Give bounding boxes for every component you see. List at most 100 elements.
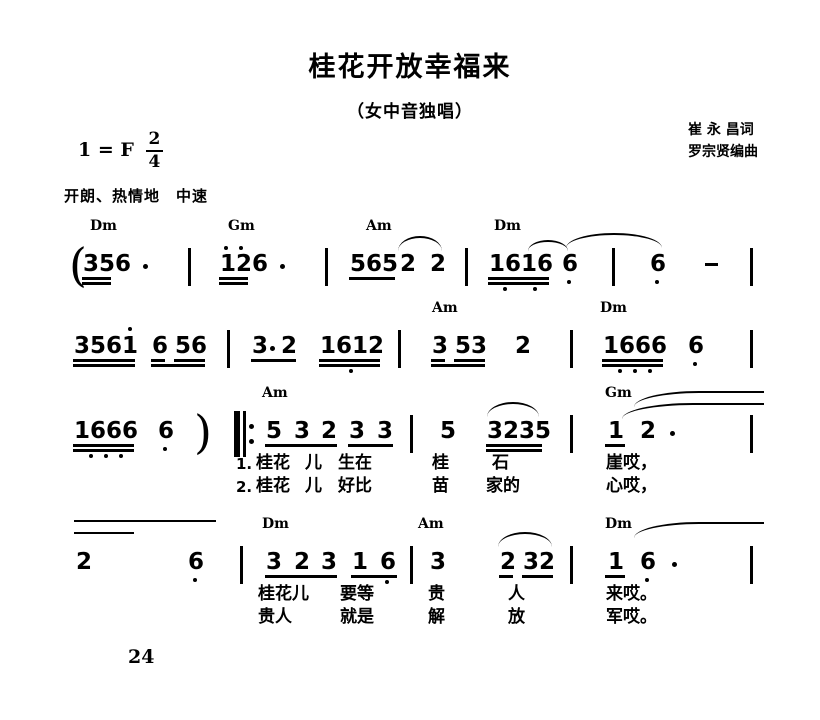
tie-line [74, 532, 134, 534]
intro-close-paren: ) [194, 405, 212, 459]
system-3: Am Gm 1666 6 ) 5 3 2 3 3 5 3235 [0, 385, 820, 505]
beam-line [73, 359, 135, 362]
note-group: 6 [688, 333, 705, 359]
note-group: 3 [430, 549, 447, 575]
note-group: 3 [252, 333, 269, 359]
note-group: 6 [188, 549, 205, 575]
note-group: 2 [321, 418, 338, 444]
barline [227, 330, 230, 368]
note-group: 2 [400, 251, 417, 277]
system-1: Dm Gm Am Dm ( 35 6 12 6 565 2 2 1616 [0, 218, 820, 308]
barline [612, 248, 615, 286]
page-title: 桂花开放幸福来 [308, 52, 512, 83]
beam-line [488, 277, 549, 280]
chord-symbol-dm: Dm [262, 516, 289, 532]
beam-line [73, 364, 135, 367]
barline [750, 415, 753, 453]
lyric-syllable: 桂花儿 [258, 584, 309, 604]
augmentation-dot [270, 346, 275, 351]
beam-line [73, 444, 134, 447]
beam-line [219, 282, 248, 285]
beam-line [499, 575, 513, 578]
beam-line [265, 444, 337, 447]
chord-symbol-dm: Dm [494, 218, 521, 234]
note-group: 1612 [320, 333, 385, 359]
octave-dot [503, 287, 507, 291]
octave-dot [385, 580, 389, 584]
page-number: 24 [128, 646, 155, 668]
note-group: 2 [294, 549, 311, 575]
slur [528, 240, 568, 251]
augmentation-dot [670, 431, 675, 436]
beam-line [349, 277, 395, 280]
note-group: 1666 [603, 333, 668, 359]
barline [750, 546, 753, 584]
beam-line [319, 364, 380, 367]
note-group: 1 [608, 549, 625, 575]
lyric-syllable: 好比 [338, 476, 372, 496]
slur [566, 233, 662, 248]
chord-symbol-am: Am [432, 300, 458, 316]
lyric-syllable: 石 [492, 453, 509, 473]
barline [570, 330, 573, 368]
note-group: 6 [380, 549, 397, 575]
lyric-syllable: 要等 [340, 584, 374, 604]
octave-dot [104, 454, 108, 458]
lyric-syllable: 贵人 [258, 607, 292, 627]
note-group: 1666 [74, 418, 139, 444]
lyric-syllable: 生在 [338, 453, 372, 473]
octave-dot [533, 287, 537, 291]
intro-open-paren: ( [69, 238, 87, 292]
note-group: 2 [515, 333, 532, 359]
beam-line [174, 359, 205, 362]
lyric-syllable: 桂 [432, 453, 449, 473]
key-signature: 1 = F 2 4 [78, 130, 163, 171]
note-group: 3 [321, 549, 338, 575]
lyric-syllable: 心哎， [606, 476, 657, 496]
lyric-syllable: 来哎。 [606, 584, 657, 604]
credits: 崔 永 昌词 罗宗贤编曲 [688, 120, 758, 163]
note-group: 6 [650, 251, 667, 277]
octave-dot [239, 246, 243, 250]
octave-dot [128, 327, 132, 331]
note-group: 1616 [489, 251, 554, 277]
key-label: 1 = F [78, 139, 134, 161]
tie-line [622, 403, 764, 419]
barline [410, 415, 413, 453]
beam-line [151, 364, 205, 367]
lyric-syllable: 桂花 [256, 476, 290, 496]
lyric-syllable: 人 [508, 584, 525, 604]
note-group: 6 [562, 251, 579, 277]
octave-dot [618, 369, 622, 373]
beam-line [431, 364, 485, 367]
note-group: 6 [158, 418, 175, 444]
lyric-syllable: 儿 [305, 453, 322, 473]
barline [188, 248, 191, 286]
note-group: 3235 [487, 418, 552, 444]
beam-line [488, 282, 549, 285]
note-group: 3 [349, 418, 366, 444]
note-group: 6 [252, 251, 269, 277]
chord-symbol-am: Am [418, 516, 444, 532]
chord-symbol-am: Am [366, 218, 392, 234]
chord-symbol-gm: Gm [228, 218, 255, 234]
verse-number: 2. [236, 478, 253, 496]
beam-line [82, 282, 111, 285]
note-group: 32 [523, 549, 556, 575]
beam-line [265, 575, 337, 578]
barline [750, 248, 753, 286]
barline [240, 546, 243, 584]
barline [398, 330, 401, 368]
note-group: 6 [152, 333, 169, 359]
note-group: 3 [266, 549, 283, 575]
barline [325, 248, 328, 286]
beam-line [486, 444, 542, 447]
barline [410, 546, 413, 584]
augmentation-dot [280, 264, 285, 269]
beam-line [348, 444, 393, 447]
beam-line [351, 575, 397, 578]
note-group: 2 [430, 251, 447, 277]
beam-line [151, 359, 165, 362]
note-group: 1 [352, 549, 369, 575]
